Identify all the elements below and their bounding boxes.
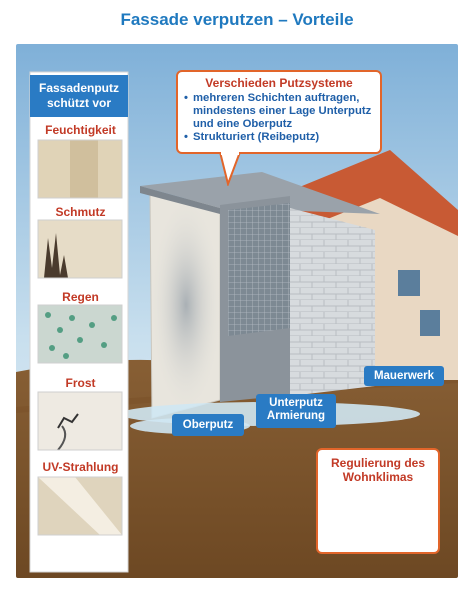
wohnklima-title: Regulierung des Wohnklimas (318, 456, 438, 484)
wohnklima-title-line-2: Wohnklimas (342, 470, 414, 484)
sidebar-item-schmutz: Schmutz (55, 205, 106, 219)
page-title: Fassade verputzen – Vorteile (120, 10, 354, 29)
sidebar-item-feuchtigkeit: Feuchtigkeit (45, 123, 116, 137)
sidebar-item-frost: Frost (65, 376, 96, 390)
callout-pointer (218, 152, 242, 186)
sidebar-header: Fassadenputz schützt vor (30, 75, 128, 117)
putzsysteme-callout: Verschieden Putzsysteme mehreren Schicht… (176, 70, 382, 154)
label-mauerwerk: Mauerwerk (364, 366, 444, 386)
label-armierung: Armierung (266, 410, 326, 422)
sidebar-header-line-1: Fassadenputz (38, 81, 119, 95)
sidebar-header-line-2: schützt vor (46, 96, 111, 110)
sidebar-item-regen: Regen (62, 290, 99, 304)
label-unterputz: Unterputz (269, 397, 323, 409)
putzsysteme-item: Strukturiert (Reibeputz) (184, 131, 374, 144)
wohnklima-callout: Regulierung des Wohnklimas (316, 448, 440, 554)
putzsysteme-title: Verschieden Putzsysteme (205, 76, 353, 90)
wohnklima-title-line-1: Regulierung des (330, 456, 425, 470)
label-oberputz: Oberputz (172, 414, 244, 436)
putzsysteme-item: mehreren Schichten auftragen, mindestens… (184, 92, 374, 131)
sidebar-item-uv-strahlung: UV-Strahlung (42, 460, 119, 474)
label-unterputz-armierung: Unterputz Armierung (256, 394, 336, 428)
